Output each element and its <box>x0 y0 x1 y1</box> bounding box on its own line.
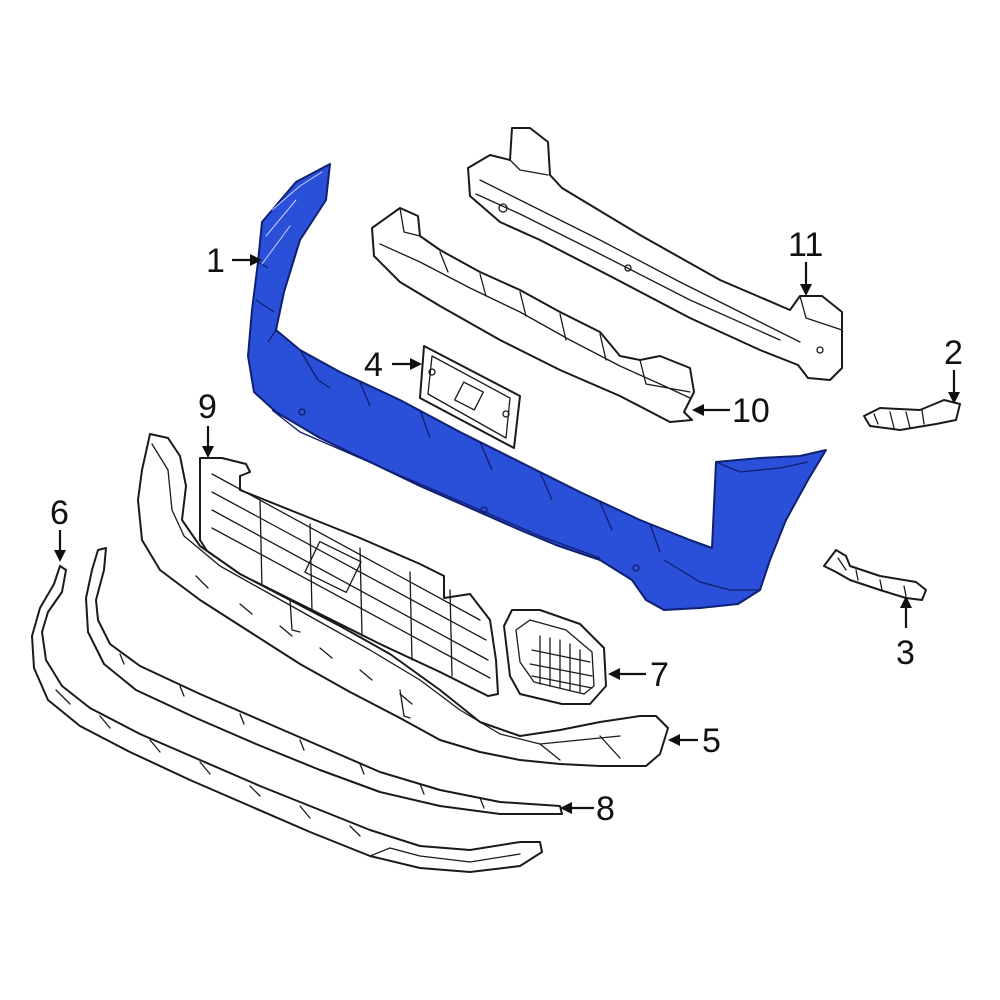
callout-8: 8 <box>596 790 615 828</box>
license-bracket[interactable] <box>419 345 521 449</box>
callout-10: 10 <box>732 392 770 430</box>
lower-bracket[interactable] <box>823 549 927 601</box>
bumper-cover[interactable] <box>247 163 827 611</box>
lower-valance[interactable] <box>137 433 669 767</box>
callout-4: 4 <box>364 346 383 384</box>
callout-3: 3 <box>896 634 915 672</box>
callout-2: 2 <box>944 334 963 372</box>
callout-labels: 1 2 3 4 5 6 7 8 9 10 11 <box>50 226 963 828</box>
fog-lamp-bezel[interactable] <box>503 609 607 705</box>
molding[interactable] <box>85 547 563 815</box>
callout-1: 1 <box>206 242 225 280</box>
upper-bracket[interactable] <box>863 399 961 431</box>
callout-9: 9 <box>198 388 217 426</box>
reinforcement-bar[interactable] <box>467 127 843 381</box>
grille[interactable] <box>199 457 499 697</box>
callout-11: 11 <box>788 226 823 264</box>
callout-7: 7 <box>650 656 669 694</box>
energy-absorber[interactable] <box>371 207 695 423</box>
callout-6: 6 <box>50 494 69 532</box>
callout-5: 5 <box>702 722 721 760</box>
leader-lines <box>54 254 960 814</box>
lower-trim[interactable] <box>31 565 543 873</box>
